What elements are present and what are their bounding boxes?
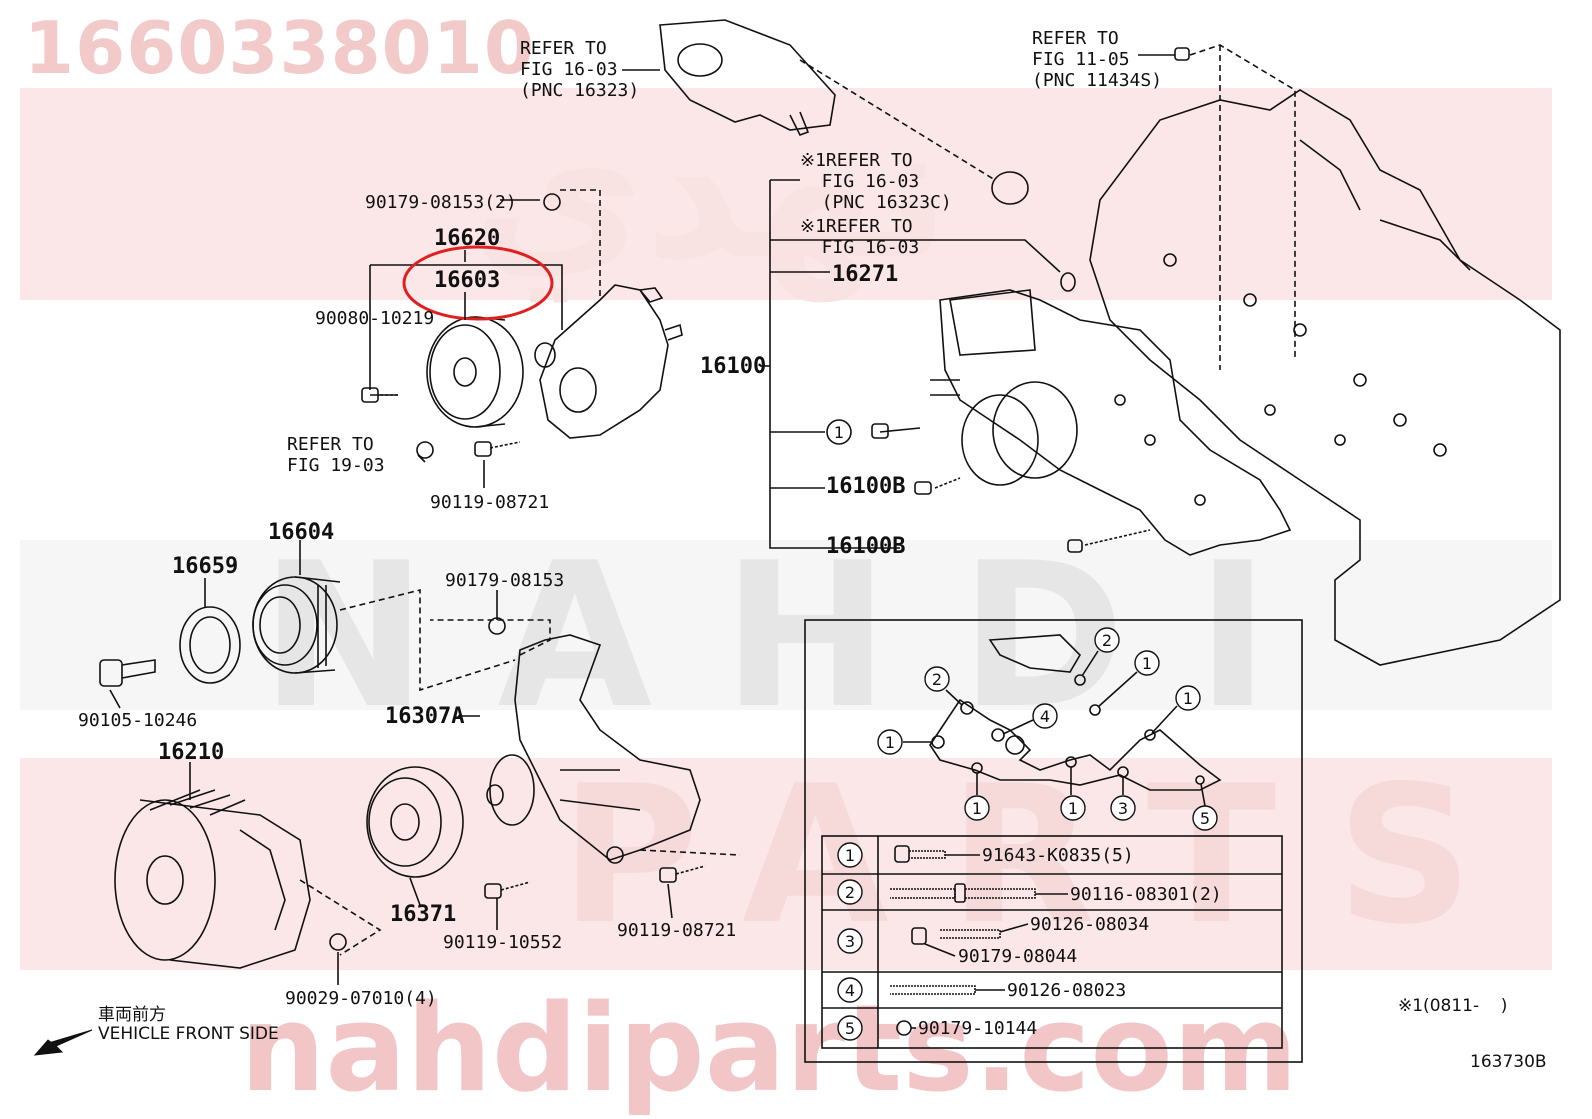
label-16100b-a: 16100B [826,474,906,499]
legend-part-90126-08023: 90126-08023 [1007,980,1127,1001]
watermark-part-number: 1660338010 [24,6,535,90]
legend-num-2: 2 [837,879,863,905]
svg-text:5: 5 [845,1019,855,1038]
callout-5: 5 [1192,805,1218,831]
water-pump-16100 [930,289,1292,556]
svg-text:1: 1 [1068,799,1078,818]
label-16620: 16620 [434,226,501,251]
leader-dashed [799,59,996,181]
callout-1-d: 1 [964,795,990,821]
svg-text:5: 5 [1200,809,1210,828]
svg-text:1: 1 [1142,654,1152,673]
svg-text:1: 1 [1183,689,1193,708]
inset-part-outline [929,634,1222,791]
callout-2-b: 2 [1094,627,1120,653]
label-16603: 16603 [434,268,501,293]
label-16271: 16271 [832,262,899,287]
svg-text:1: 1 [885,733,895,752]
label-90179-08153: 90179-08153 [445,570,565,591]
vehicle-front-jp: 車両前方 [98,1005,166,1025]
svg-text:1: 1 [845,846,855,865]
svg-text:2: 2 [845,883,855,902]
callout-1-c: 1 [1175,685,1201,711]
svg-text:4: 4 [845,981,855,1000]
legend-num-1: 1 [837,842,863,868]
ref-fig-16-03-b: ※1REFER TO FIG 16-03 [800,216,920,258]
legend-part-90179-10144: 90179-10144 [918,1018,1038,1039]
label-90105-10246: 90105-10246 [78,710,198,731]
legend-part-90126-08034: 90126-08034 [1030,914,1150,935]
callout-1-b: 1 [1134,650,1160,676]
legend-num-4: 4 [837,977,863,1003]
inset-frame [804,619,1303,1063]
callout-3: 3 [1110,795,1136,821]
crank-pulley-16604 [252,576,341,674]
engine-block [1089,89,1561,666]
watermark-band-mid [20,540,1552,710]
legend-row-icons [890,845,1068,1036]
legend-part-91643-k0835: 91643-K0835(5) [982,845,1134,866]
ref-fig-16-03-pnc-16323: REFER TO FIG 16-03 (PNC 16323) [520,38,640,101]
label-16371: 16371 [390,902,457,927]
legend-part-90116-08301: 90116-08301(2) [1070,884,1222,905]
watermark-parts: PARTS [560,745,1534,966]
label-16210: 16210 [158,740,225,765]
label-16307a: 16307A [385,704,465,729]
date-note: ※1(0811- ) [1398,996,1508,1016]
legend-num-3: 3 [837,928,863,954]
label-90119-10552: 90119-10552 [443,932,563,953]
legend-num-5: 5 [837,1015,863,1041]
alternator-16210 [114,789,311,969]
label-16604: 16604 [268,520,335,545]
callout-1-e: 1 [1060,795,1086,821]
idler-pulley-16371 [366,766,464,878]
callout-1-pump: 1 [834,423,844,442]
legend-part-90179-08044: 90179-08044 [958,946,1078,967]
label-16100b-b: 16100B [826,534,906,559]
callout-4: 4 [1032,703,1058,729]
watermark-band-top [20,88,1552,300]
watermark-band-bottom [20,758,1552,970]
watermark-arabic: نهدي [470,80,951,301]
label-16100: 16100 [700,354,767,379]
svg-text:3: 3 [845,932,855,951]
callout-1-a: 1 [877,729,903,755]
ref-fig-11-05: REFER TO FIG 11-05 (PNC 11434S) [1032,28,1163,91]
inset-leaders [903,650,1206,807]
ref-fig-19-03: REFER TO FIG 19-03 [287,434,385,476]
label-90119-08721-b: 90119-08721 [617,920,737,941]
svg-text:1: 1 [972,799,982,818]
callout-2-a: 2 [924,666,950,692]
highlight-circle-16603 [402,245,554,321]
thermostat-housing-ref [622,19,836,137]
tensioner-bracket [534,284,683,439]
svg-text:2: 2 [932,670,942,689]
ref-fig-16-03-pnc-16323c: ※1REFER TO FIG 16-03 (PNC 16323C) [800,150,952,213]
gasket-ref [991,171,1029,205]
front-arrow-icon [33,1029,93,1056]
label-90119-08721-a: 90119-08721 [430,492,550,513]
label-90080-10219: 90080-10219 [315,308,435,329]
label-16659: 16659 [172,554,239,579]
vehicle-front-en: VEHICLE FRONT SIDE [98,1024,279,1044]
bolt-90105-10246 [99,659,156,687]
svg-text:2: 2 [1102,631,1112,650]
label-90179-08153-2: 90179-08153(2) [365,192,517,213]
label-90029-07010-4: 90029-07010(4) [285,988,437,1009]
alternator-bracket-16307A [486,634,701,864]
legend-table-grid [821,835,1283,1049]
svg-text:3: 3 [1118,799,1128,818]
svg-text:4: 4 [1040,707,1050,726]
seal-16659 [179,606,241,684]
watermark-website: nahdiparts.com [240,980,1298,1119]
figure-code: 163730B [1470,1052,1547,1072]
